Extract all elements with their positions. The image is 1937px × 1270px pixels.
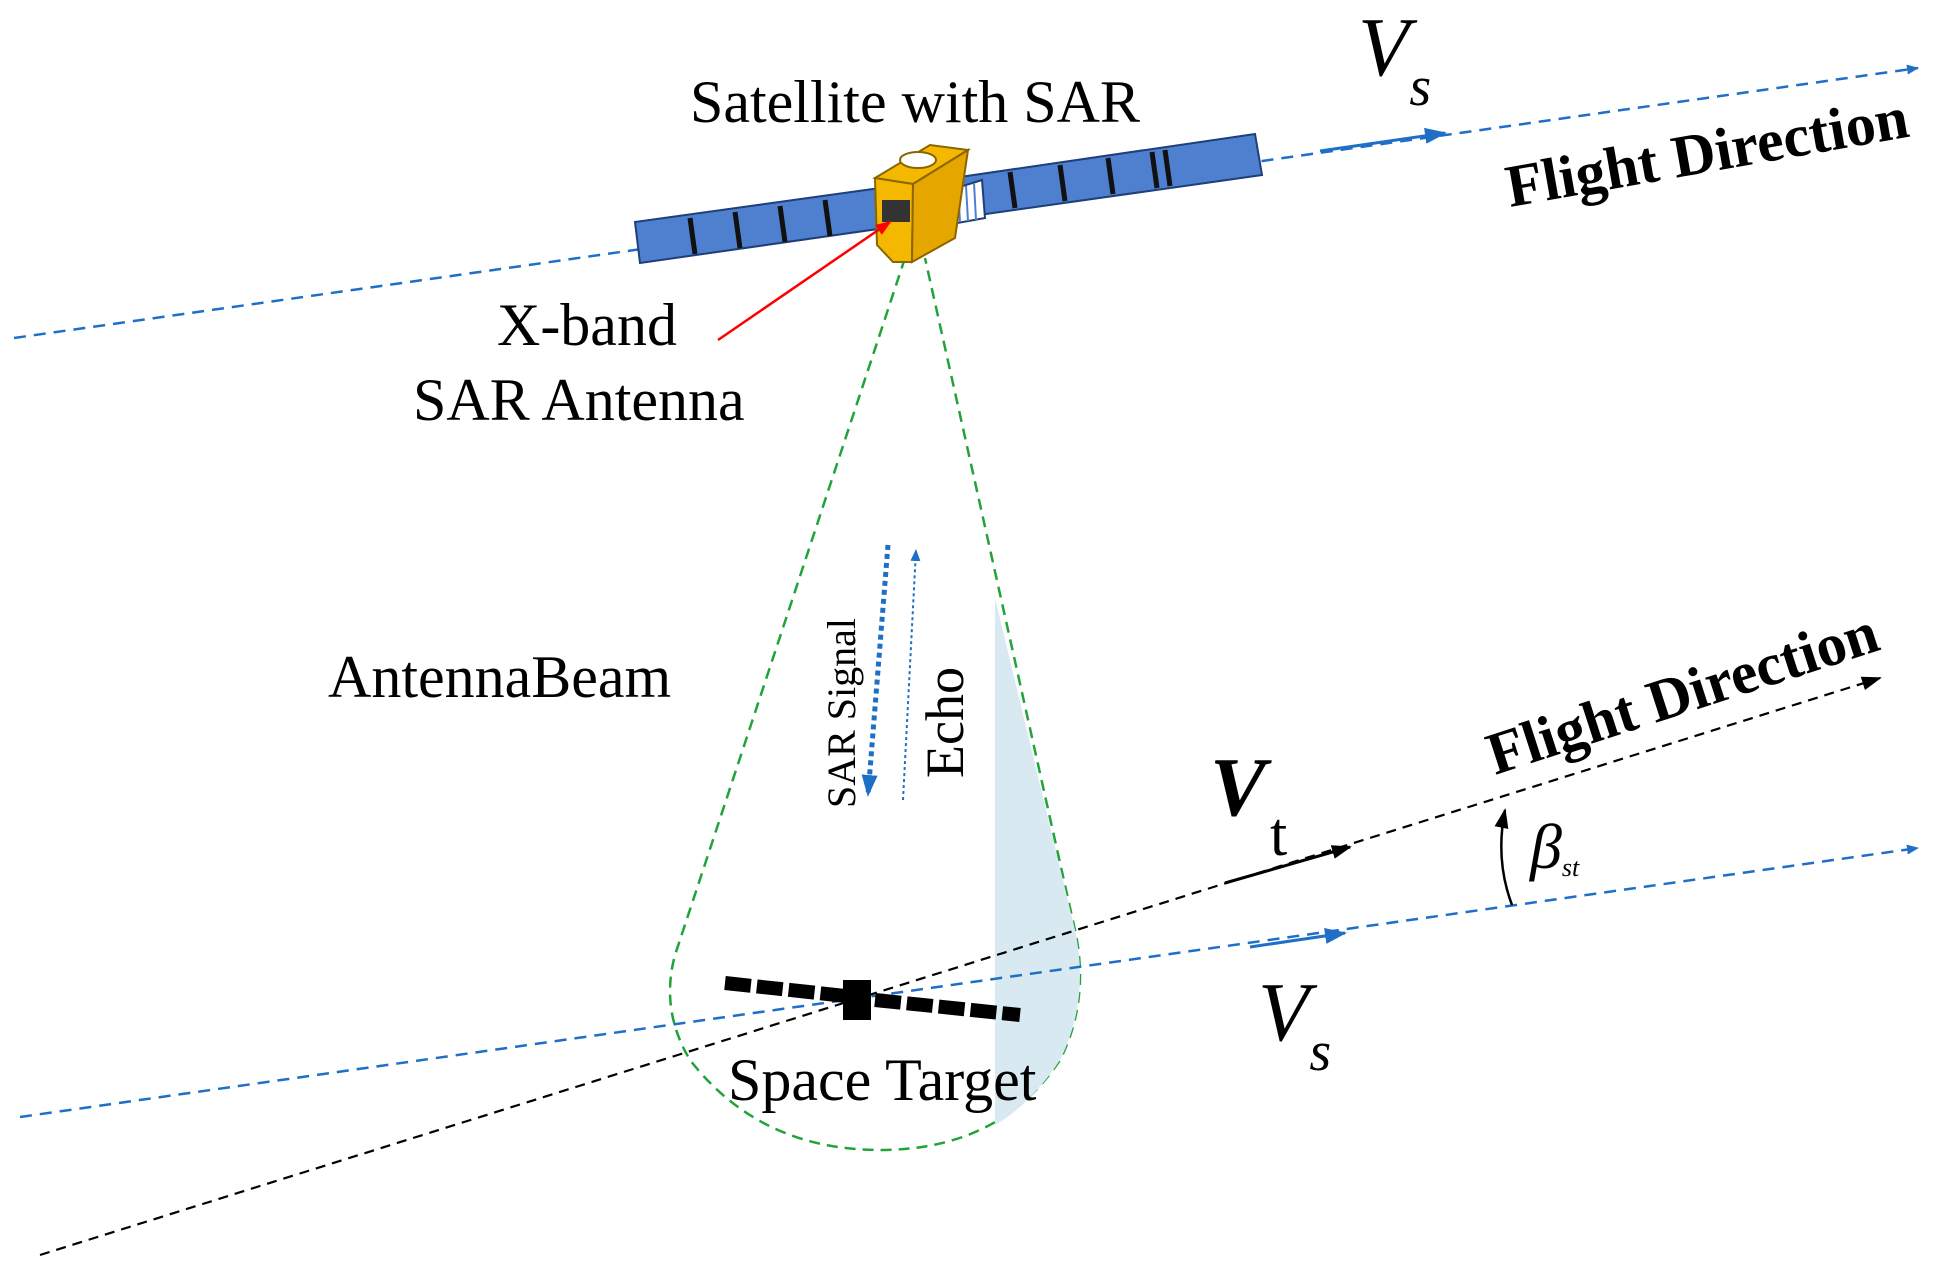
beta-angle-arc	[1494, 808, 1514, 906]
antenna-beam-outline	[668, 257, 1082, 1152]
vs-symbol-top: Vs	[1358, 1, 1431, 118]
vt-symbol: Vt	[1210, 741, 1287, 869]
target-flight-line	[39, 676, 1882, 1257]
vt-subscript: t	[1270, 801, 1287, 869]
beta-symbol: βst	[1528, 811, 1580, 882]
echo-label: Echo	[915, 667, 975, 778]
target-orbit-line	[19, 844, 1919, 1119]
antenna-beam-label: AntennaBeam	[328, 644, 671, 710]
antenna-pointer-arrow	[717, 220, 892, 342]
vs-subscript-top: s	[1409, 56, 1431, 118]
satellite-label: Satellite with SAR	[690, 69, 1140, 135]
vs-subscript-bottom: s	[1309, 1021, 1331, 1083]
sar-signal-label: SAR Signal	[819, 618, 864, 808]
vs-velocity-arrow-bottom	[1249, 928, 1347, 949]
flight-direction-label-top: Flight Direction	[1501, 84, 1913, 220]
vs-velocity-arrow-top	[1319, 127, 1447, 153]
xband-label-line1: X-band	[497, 292, 677, 358]
xband-label-line2: SAR Antenna	[413, 367, 745, 433]
space-target-icon	[724, 976, 1021, 1022]
beta-subscript: st	[1562, 853, 1580, 882]
antenna-beam-shaded-region	[995, 598, 1080, 1125]
vt-velocity-arrow	[1224, 845, 1352, 885]
flight-direction-label-target: Flight Direction	[1479, 599, 1887, 788]
vs-symbol-bottom: Vs	[1258, 966, 1331, 1083]
sar-signal-arrow	[861, 544, 891, 797]
satellite-icon	[633, 132, 1264, 265]
space-target-label: Space Target	[728, 1047, 1037, 1113]
